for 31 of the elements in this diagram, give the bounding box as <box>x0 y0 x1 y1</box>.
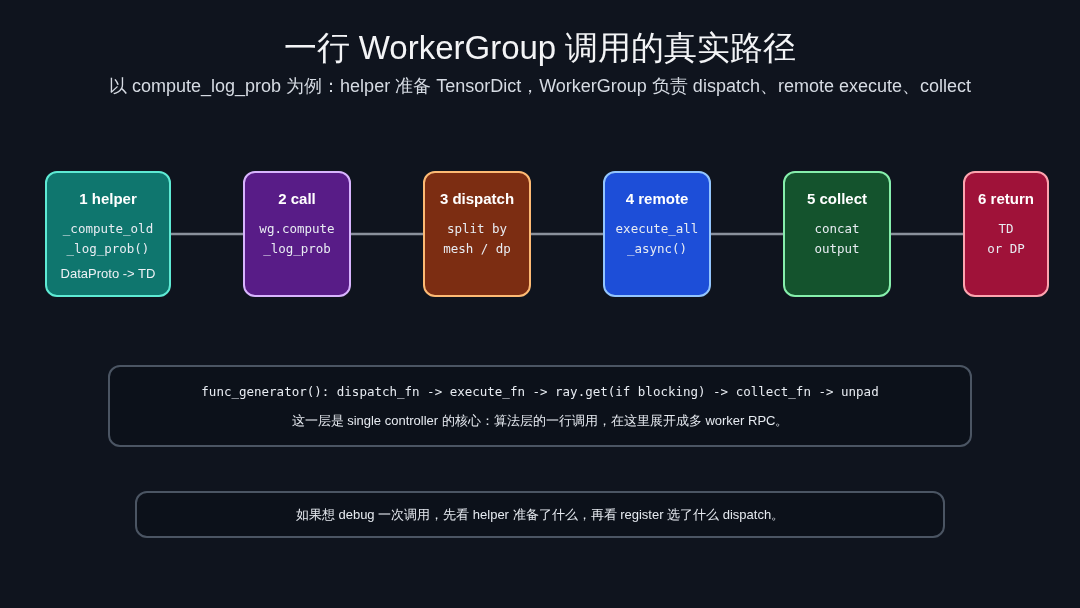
code-text: concat output <box>813 220 861 258</box>
code-text: _compute_old _log_prob() <box>62 220 154 258</box>
process-box <box>45 171 171 297</box>
subtitle: 以 compute_log_prob 为例：helper 准备 TensorDict，WorkerGroup 负责 dispatch、remote execute、collect <box>109 75 971 99</box>
node-text: DataProto -> TD <box>60 265 156 283</box>
connector-line <box>531 232 603 236</box>
connector-line <box>171 232 243 236</box>
process-box <box>603 171 711 297</box>
connector-line <box>351 232 423 236</box>
node-title: 4 remote <box>625 189 689 209</box>
code-text: TD or DP <box>986 220 1026 258</box>
note-box <box>135 491 945 538</box>
node-title: 1 helper <box>78 189 138 209</box>
node-title: 5 collect <box>806 189 868 209</box>
node-title: 6 return <box>977 189 1035 209</box>
process-box <box>783 171 891 297</box>
note-box <box>108 365 972 447</box>
code-text: split by mesh / dp <box>442 220 512 258</box>
connector-line <box>891 232 963 236</box>
note-text: 这一层是 single controller 的核心：算法层的一行调用，在这里展开成多 worker RPC。 <box>291 411 789 430</box>
code-text: wg.compute _log_prob <box>258 220 336 258</box>
note-text: 如果想 debug 一次调用，先看 helper 准备了什么，再看 register 选了什么 dispatch。 <box>295 505 785 524</box>
title: 一行 WorkerGroup 调用的真实路径 <box>283 28 797 68</box>
node-title: 2 call <box>277 189 317 209</box>
process-box <box>963 171 1049 297</box>
node-title: 3 dispatch <box>439 189 515 209</box>
process-box <box>243 171 351 297</box>
code-text: func_generator(): dispatch_fn -> execute_fn -> ray.get(if blocking) -> collect_fn -> unpad <box>200 382 880 401</box>
code-text: execute_all _async() <box>615 220 699 258</box>
process-box <box>423 171 531 297</box>
connector-line <box>711 232 783 236</box>
